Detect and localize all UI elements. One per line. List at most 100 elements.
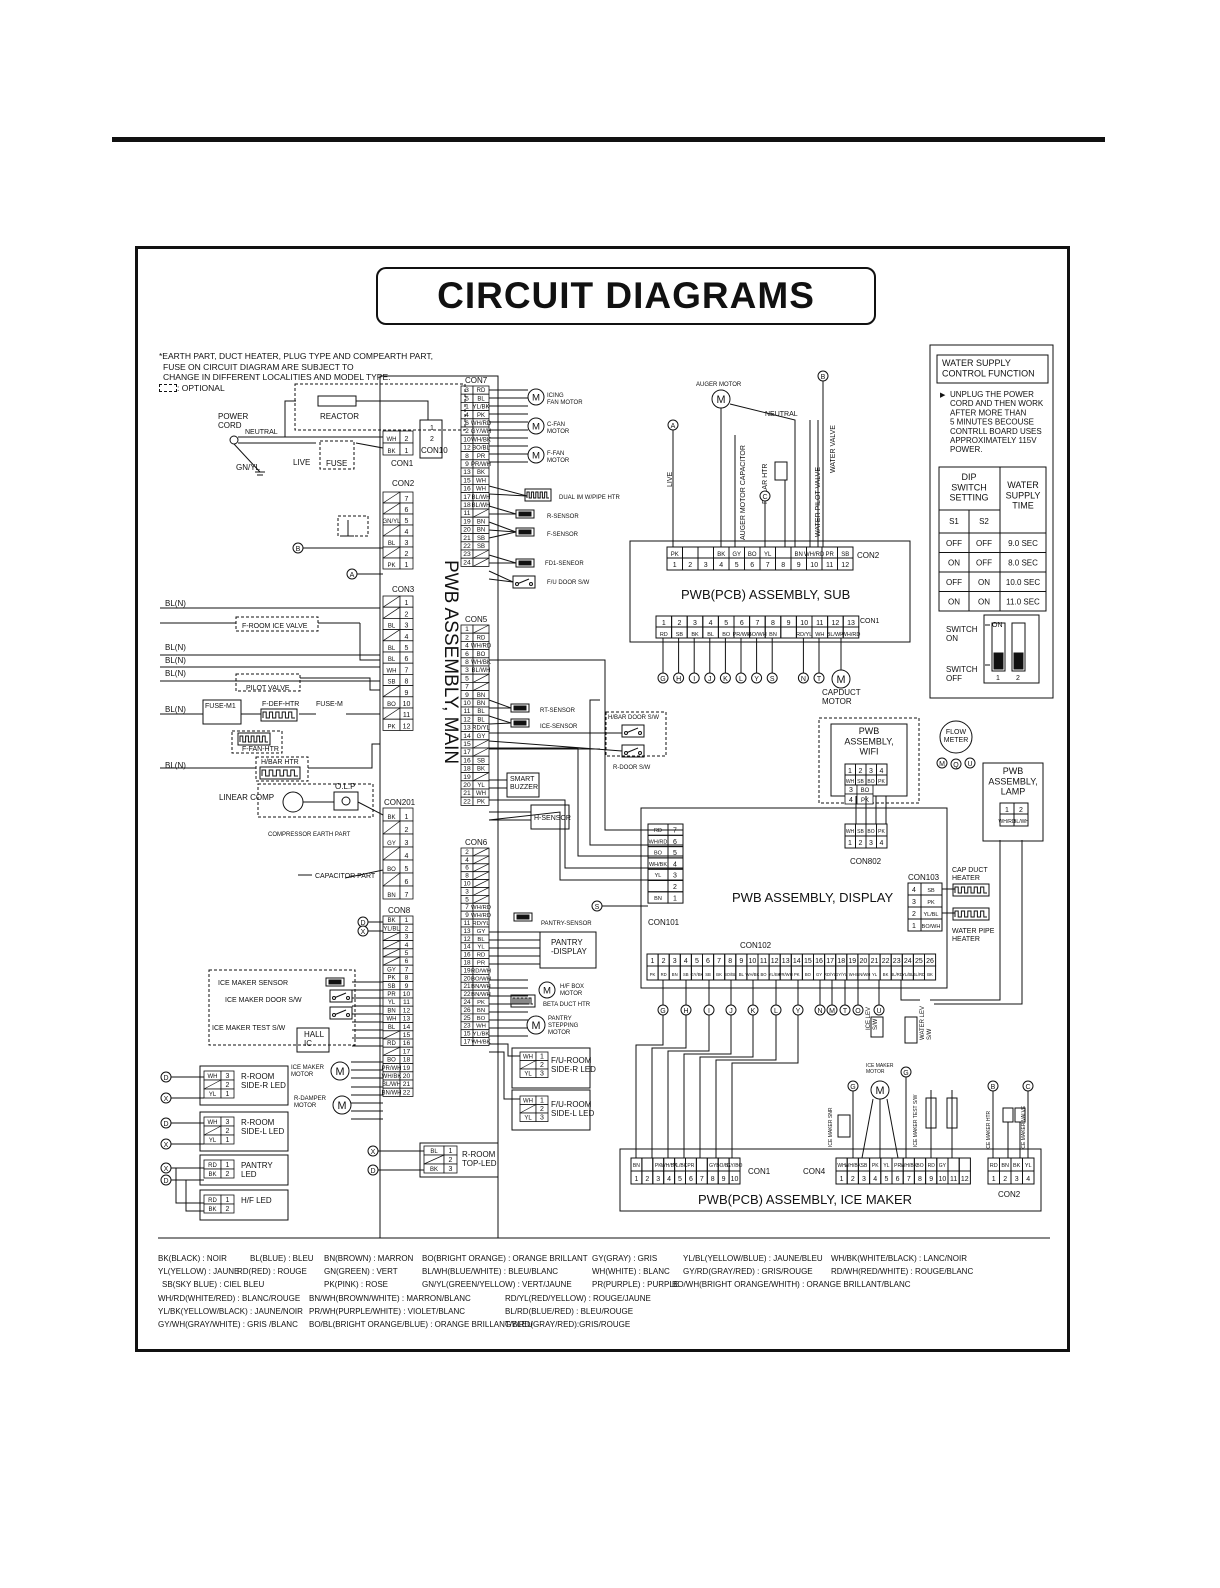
con5-color: WH [476, 791, 486, 797]
ice-con4-color: YL [883, 1163, 889, 1169]
neutral-label: NEUTRAL [245, 429, 278, 436]
lamp-board [982, 762, 1044, 842]
con8-color: BL/WH [382, 1082, 401, 1088]
con8-color: YL [388, 1000, 396, 1006]
con103-num: 2 [912, 911, 916, 918]
con8-num: 19 [403, 1065, 411, 1072]
live-label: LIVE [293, 458, 310, 467]
con6-num: 12 [463, 936, 471, 943]
ice-maker-door-label: ICE MAKER DOOR S/W [225, 997, 302, 1004]
sub-ref-K [719, 672, 731, 684]
ice-ref-c-letter: C [1025, 1084, 1030, 1091]
sub-con1-color-cell [780, 626, 797, 639]
hbar-heater-icon-box [259, 766, 301, 780]
con8-num: 1 [405, 917, 409, 924]
r-room-side-l-box [199, 1111, 289, 1152]
wire [488, 811, 683, 881]
flow-ref-m-letter: M [939, 761, 945, 768]
wifi-con-dummy-num: 4 [849, 797, 853, 804]
fu-room-l-num: 2 [540, 1106, 544, 1113]
f-def-heater-icon [262, 711, 295, 719]
con5-pin-7: 7 [460, 682, 490, 692]
ice-maker-door-switch-icon-blade [333, 992, 347, 999]
legend-entry: YL/BL(YELLOW/BLUE) : JAUNE/BLEU [683, 1254, 823, 1263]
ice-maker-test-switch-icon-pin2 [346, 1013, 350, 1017]
con6-color: RD/YL [472, 921, 490, 927]
con7-color: PR [477, 454, 486, 460]
ice-con1-color: BN [633, 1163, 640, 1169]
ice-con1-color-cell [695, 1157, 708, 1172]
ice-con2-color: BK [1013, 1163, 1021, 1169]
con6-color: YL [477, 945, 485, 951]
con8-pin-5: 5 [382, 948, 414, 958]
con7-pin-23: 23 [460, 549, 490, 559]
con5-color: BK [477, 767, 485, 773]
con2m-num-cell [399, 557, 414, 570]
ice-maker-valve-label: ICE MAKER VALVE [1021, 1105, 1027, 1150]
ice-con1-color: GY/BO [727, 1163, 743, 1169]
wire [488, 578, 514, 583]
wire [488, 722, 512, 725]
sub-con2-num-cell [837, 557, 854, 571]
legend-entry: SB(SKY BLUE) : CIEL BLEU [162, 1280, 265, 1289]
sub-con1-color: WH [815, 632, 824, 638]
r-room-side-r-color: WH [208, 1074, 218, 1080]
ice-con4-num-cell [958, 1170, 971, 1185]
ice-maker-test-label: ICE MAKER TEST S/W [212, 1025, 286, 1032]
con103-label: CON103 [908, 873, 940, 882]
con3-color: BL [388, 624, 396, 630]
flow-ref-q-letter: Q [953, 762, 959, 769]
fu-door-switch-icon-pin1 [515, 582, 519, 586]
sub-ref-H-letter: H [676, 676, 681, 683]
con2m-num: 7 [405, 496, 409, 503]
con7-color: PR/WH [471, 462, 491, 468]
con103-color: YL/BL [924, 912, 939, 918]
fuse-optional [319, 440, 355, 470]
con3-num: 10 [403, 701, 411, 708]
con5-pin-5: 5 [460, 673, 490, 683]
con6-empty-slash [472, 887, 490, 896]
con5-color: BN [477, 701, 485, 707]
con5-pin-19: 19 [460, 772, 490, 782]
con102-num: 16 [815, 958, 823, 965]
con7-color: WH/BK [471, 437, 491, 443]
con5-num: 16 [463, 757, 471, 764]
con7-num: 1 [465, 404, 469, 411]
legend-entry: GY/RD(GRAY/RED):GRIS/ROUGE [505, 1320, 631, 1329]
ice-con4-num: 2 [851, 1176, 855, 1183]
ice-maker-door-switch-icon [329, 989, 353, 1003]
legend-entry: BO/WH(BRIGHT ORANGE/WHITH) : ORANGE BRIL… [672, 1280, 911, 1289]
sub-con1-color: BL [707, 632, 714, 638]
icing-fan-motor-icon [527, 388, 545, 406]
ice-con4-num: 8 [918, 1176, 922, 1183]
wifi-pin-num: 1 [848, 768, 852, 775]
wire [175, 1168, 204, 1204]
fu-room-r-pin-2: 2 [519, 1060, 549, 1070]
con6-num: 25 [463, 1015, 471, 1022]
ice-con4-num: 7 [907, 1176, 911, 1183]
r-room-side-l-pin-2: 2 [203, 1125, 235, 1136]
con6-pin-8: 8 [460, 871, 490, 881]
legend-entry: PR(PURPLE) : PURPLE [592, 1280, 680, 1289]
con2m-num: 1 [405, 562, 409, 569]
con5-empty-slash [472, 739, 490, 749]
legend-entry: GN(GREEN) : VERT [324, 1267, 398, 1276]
con2m-num: 6 [405, 507, 409, 514]
dip-row-time: 9.0 SEC [1008, 539, 1038, 548]
con102-label: CON102 [740, 941, 772, 950]
capduct-motor-icon-symbol: M [837, 674, 846, 686]
con201-num: 4 [405, 853, 409, 860]
sub-con2-color: SB [841, 552, 849, 558]
sub-con2-label: CON2 [857, 551, 880, 560]
con102-color: PK [794, 972, 800, 977]
